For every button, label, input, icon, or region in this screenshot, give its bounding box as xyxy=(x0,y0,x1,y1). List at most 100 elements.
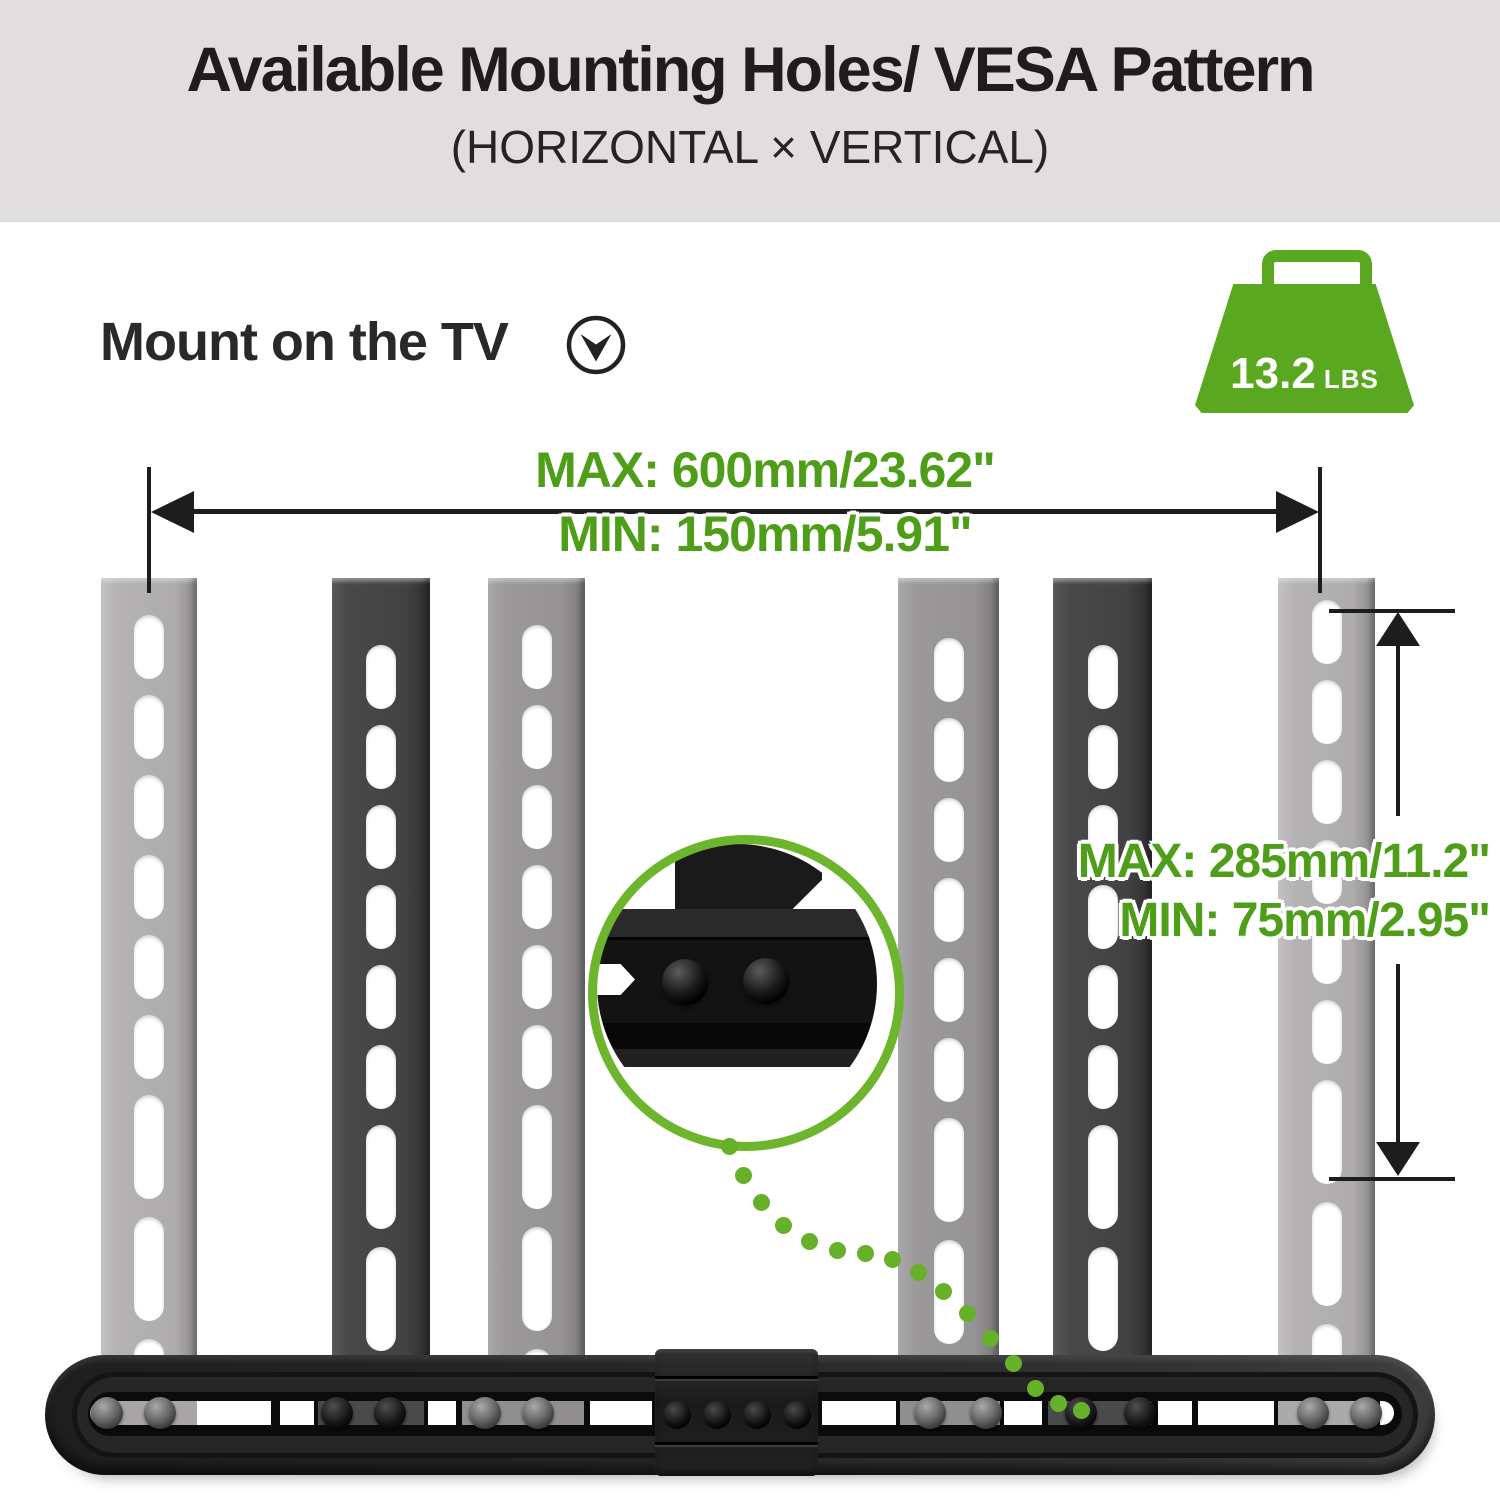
zoom-detail-circle xyxy=(597,844,877,1124)
weight-unit: LBS xyxy=(1323,364,1379,394)
channel-segment xyxy=(428,1401,456,1425)
magnified-bolt-head xyxy=(662,959,708,1005)
clamp-ridge xyxy=(655,1379,818,1381)
trail-dot xyxy=(753,1194,770,1211)
bracket xyxy=(101,578,197,1430)
channel-segment xyxy=(280,1401,314,1425)
bolt-head xyxy=(522,1397,554,1429)
trail-dot xyxy=(1027,1380,1044,1397)
bracket-slot xyxy=(521,785,552,849)
clamp-ridge xyxy=(655,1376,818,1379)
bracket-slot xyxy=(366,1045,396,1109)
bracket xyxy=(898,578,999,1430)
bracket-slot xyxy=(521,865,552,929)
channel-segment xyxy=(1004,1401,1042,1425)
bracket-slot xyxy=(1087,1045,1118,1109)
bolt-head xyxy=(914,1397,946,1429)
bracket-slot xyxy=(134,695,164,759)
trail-dot xyxy=(982,1330,999,1347)
bracket-slot xyxy=(521,945,552,1009)
down-chevron-circle-icon xyxy=(566,315,626,375)
bolt-head xyxy=(1350,1397,1382,1429)
bracket-slot xyxy=(1087,885,1118,949)
magnified-bar-edge xyxy=(597,1049,877,1067)
vdim-line-lower xyxy=(1396,964,1400,1146)
bracket-slot xyxy=(1311,1080,1342,1184)
channel-segment xyxy=(1380,1401,1394,1425)
bolt-head xyxy=(144,1397,176,1429)
vdim-arrowhead-down-icon xyxy=(1376,1142,1420,1176)
bracket-slot xyxy=(521,1025,552,1089)
clamp-bolt-head xyxy=(703,1401,731,1429)
bracket xyxy=(1278,578,1375,1430)
clamp-bolt-head xyxy=(783,1401,811,1429)
bolt-head xyxy=(1124,1397,1156,1429)
trail-dot xyxy=(721,1138,738,1155)
magnified-bracket-column xyxy=(675,844,822,909)
weight-badge-text: 13.2 LBS xyxy=(1195,349,1414,399)
channel-segment xyxy=(822,1401,896,1425)
bracket-slot xyxy=(366,805,396,869)
bracket xyxy=(332,578,430,1430)
bracket-slot xyxy=(1311,680,1342,744)
bracket-slot xyxy=(933,638,964,702)
trail-dot xyxy=(801,1233,818,1250)
bracket-slot xyxy=(521,625,552,689)
bracket-slot xyxy=(134,615,164,679)
bolt-head xyxy=(469,1397,501,1429)
bracket-slot xyxy=(366,1247,396,1351)
bracket-slot xyxy=(366,725,396,789)
bracket-slot xyxy=(1087,725,1118,789)
trail-dot xyxy=(1050,1395,1067,1412)
bracket-slot xyxy=(134,1015,164,1079)
trail-dot xyxy=(829,1242,846,1259)
vdim-bottom-line xyxy=(1329,1177,1455,1181)
bracket-slot xyxy=(1311,1000,1342,1064)
bolt-head xyxy=(374,1397,406,1429)
hdim-min-label: MIN: 150mm/5.91" xyxy=(558,506,972,562)
trail-dot xyxy=(884,1251,901,1268)
bracket-slot xyxy=(134,855,164,919)
weight-value: 13.2 xyxy=(1230,349,1316,398)
bracket-slot xyxy=(933,718,964,782)
hdim-line xyxy=(178,509,1292,514)
bracket xyxy=(1053,578,1152,1430)
bracket-slot xyxy=(933,1038,964,1102)
trail-dot xyxy=(935,1283,952,1300)
bracket-slot xyxy=(1087,805,1118,869)
bracket-slot xyxy=(933,958,964,1022)
hdim-max-label: MAX: 600mm/23.62" xyxy=(535,442,996,498)
bracket-slot xyxy=(1311,920,1342,984)
bracket-slot xyxy=(134,1095,164,1199)
header-banner: Available Mounting Holes/ VESA Pattern (… xyxy=(0,0,1500,222)
bracket xyxy=(488,578,585,1430)
channel-segment xyxy=(1198,1401,1274,1425)
bolt-head xyxy=(970,1397,1002,1429)
vdim-arrowhead-up-icon xyxy=(1376,612,1420,646)
trail-dot xyxy=(735,1167,752,1184)
channel-segment xyxy=(590,1401,652,1425)
clamp-bolt-head xyxy=(663,1401,691,1429)
clamp-ridge xyxy=(655,1445,818,1447)
hdim-right-tick xyxy=(1318,467,1322,593)
trail-dot xyxy=(857,1245,874,1262)
bracket-slot xyxy=(1087,1125,1118,1229)
bolt-head xyxy=(321,1397,353,1429)
vdim-max-label: MAX: 285mm/11.2" xyxy=(1077,835,1491,888)
bracket-slot xyxy=(1311,760,1342,824)
bracket-slot xyxy=(1087,645,1118,709)
bracket-slot xyxy=(933,798,964,862)
bracket-slot xyxy=(366,1125,396,1229)
bracket-slot xyxy=(1311,1202,1342,1306)
trail-dot xyxy=(959,1305,976,1322)
bracket-slot xyxy=(1087,1247,1118,1351)
trail-dot xyxy=(1005,1355,1022,1372)
magnified-bar-groove xyxy=(597,1023,877,1049)
hdim-arrowhead-right-icon xyxy=(1276,491,1319,533)
hdim-arrowhead-left-icon xyxy=(151,491,194,533)
bracket-slot xyxy=(134,775,164,839)
vdim-top-line xyxy=(1329,609,1455,613)
section-label: Mount on the TV xyxy=(100,312,509,372)
magnified-bar-bevel xyxy=(597,909,877,940)
